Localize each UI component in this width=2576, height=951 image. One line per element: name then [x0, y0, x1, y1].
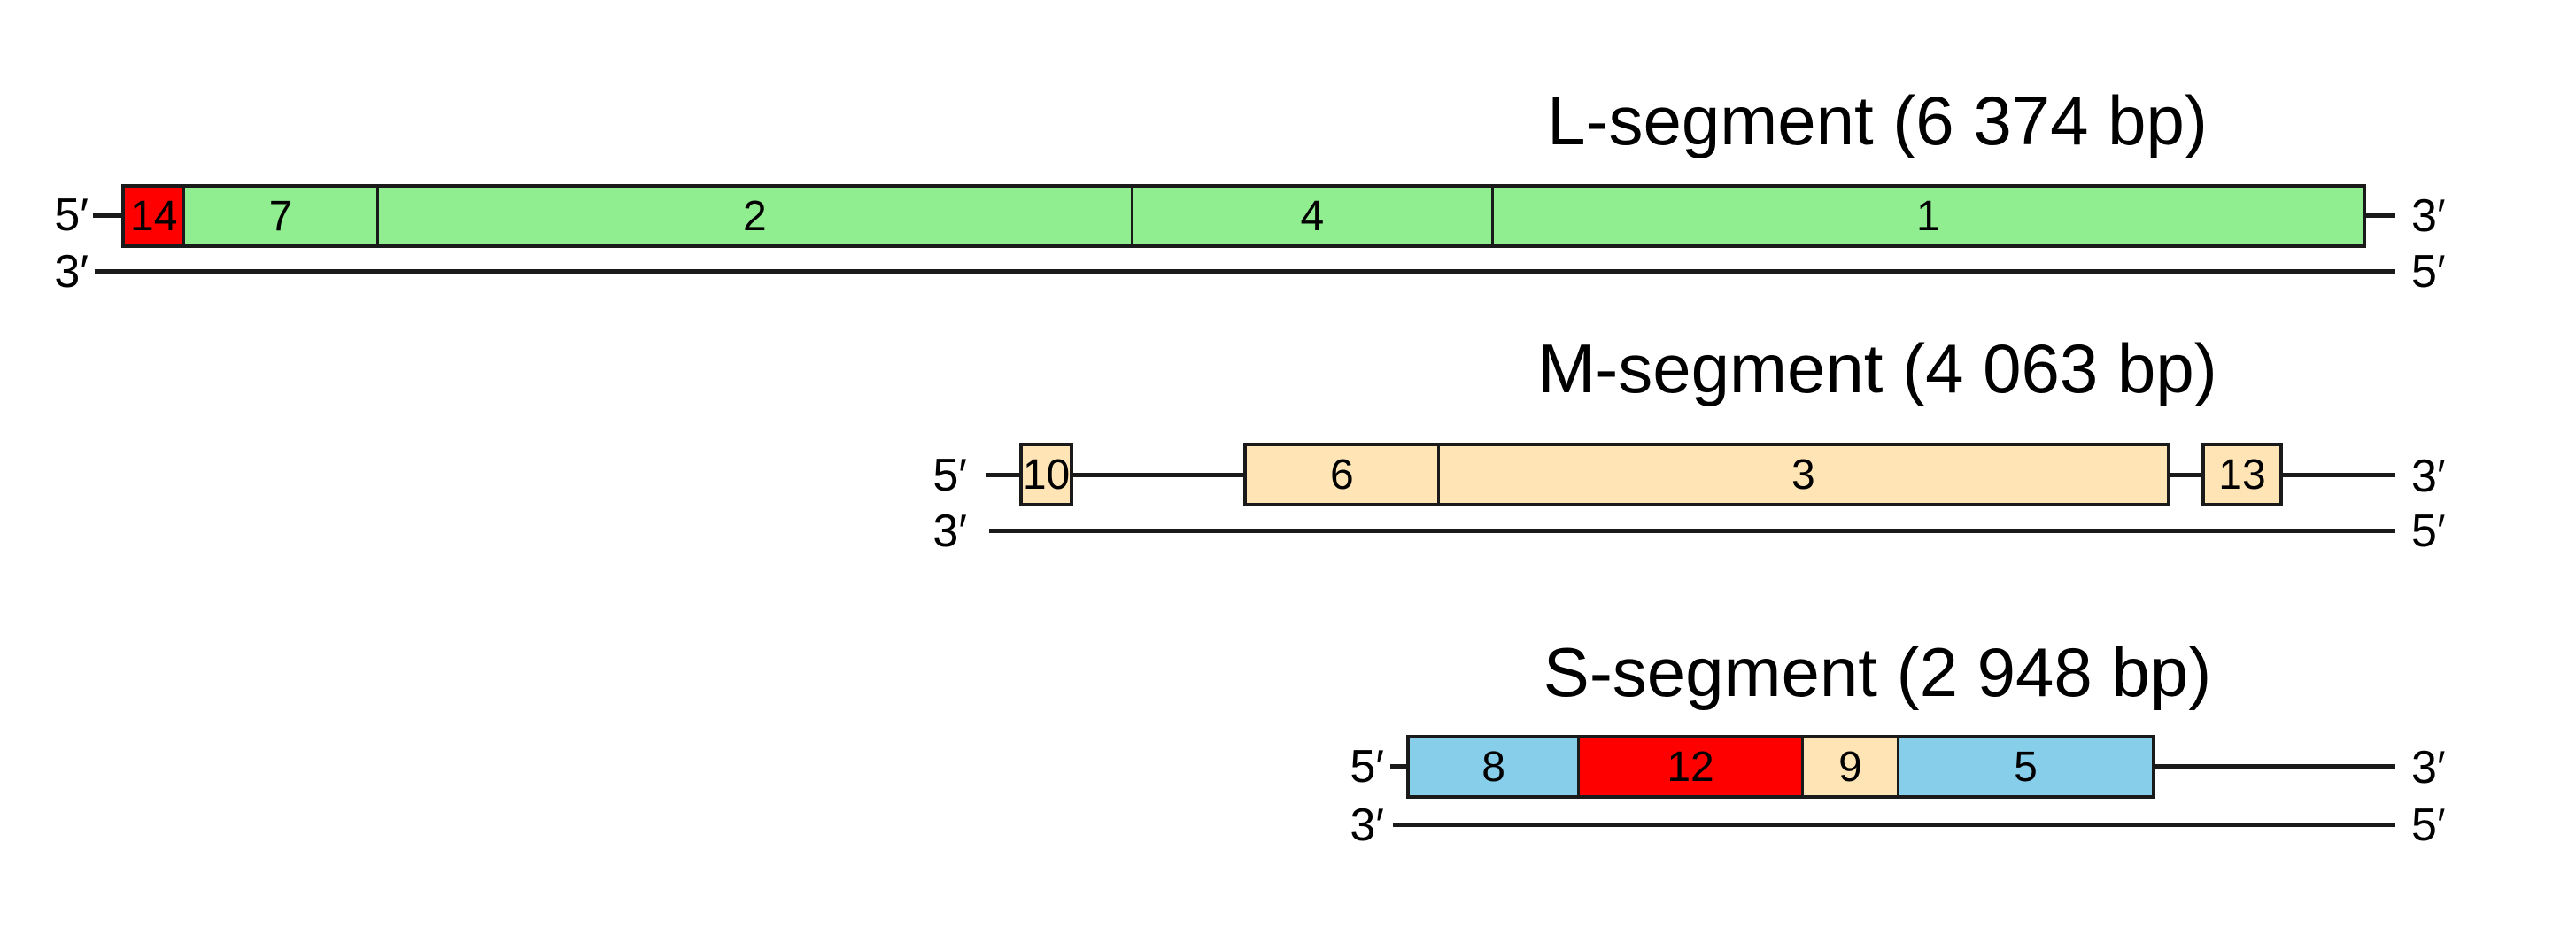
m-orf-run-10: 10	[1019, 443, 1073, 506]
orf-box-2: 2	[375, 188, 1132, 244]
l-segment-title: L-segment (6 374 bp)	[1547, 81, 2208, 159]
orf-box-4: 4	[1131, 188, 1491, 244]
orf-box-7: 7	[182, 188, 376, 244]
m-orf-run-13: 13	[2201, 443, 2283, 506]
orf-box-6: 6	[1247, 446, 1437, 503]
orf-box-9: 9	[1801, 738, 1897, 795]
orf-box-1: 1	[1490, 188, 2363, 244]
s-bottom-left-end-label: 3′	[1350, 800, 1384, 851]
s-bottom-strand-line	[1393, 823, 2395, 827]
l-top-right-end-label: 3′	[2411, 190, 2446, 242]
l-bottom-strand-line	[95, 269, 2395, 274]
l-orf-run: 14 7 2 4 1	[121, 184, 2366, 248]
s-bottom-right-end-label: 5′	[2411, 800, 2446, 851]
m-top-left-end-label: 5′	[932, 450, 967, 501]
m-segment-title: M-segment (4 063 bp)	[1537, 329, 2217, 407]
s-top-right-end-label: 3′	[2411, 742, 2446, 793]
orf-box-3: 3	[1436, 446, 2167, 503]
orf-box-13: 13	[2205, 446, 2279, 503]
m-top-right-end-label: 3′	[2411, 451, 2446, 502]
l-bottom-right-end-label: 5′	[2411, 246, 2446, 298]
l-bottom-left-end-label: 3′	[54, 246, 89, 298]
m-bottom-right-end-label: 5′	[2411, 506, 2446, 557]
m-bottom-strand-line	[989, 529, 2395, 533]
orf-box-12: 12	[1577, 738, 1801, 795]
l-top-left-end-label: 5′	[54, 189, 89, 241]
m-bottom-left-end-label: 3′	[932, 506, 967, 557]
orf-box-5: 5	[1896, 738, 2152, 795]
orf-box-14: 14	[125, 188, 183, 244]
orf-box-8: 8	[1410, 738, 1578, 795]
s-orf-run: 8 12 9 5	[1406, 735, 2155, 799]
s-segment-title: S-segment (2 948 bp)	[1543, 633, 2212, 711]
m-orf-run-6-3: 6 3	[1243, 443, 2170, 506]
orf-box-10: 10	[1023, 446, 1070, 503]
s-top-left-end-label: 5′	[1350, 741, 1384, 792]
